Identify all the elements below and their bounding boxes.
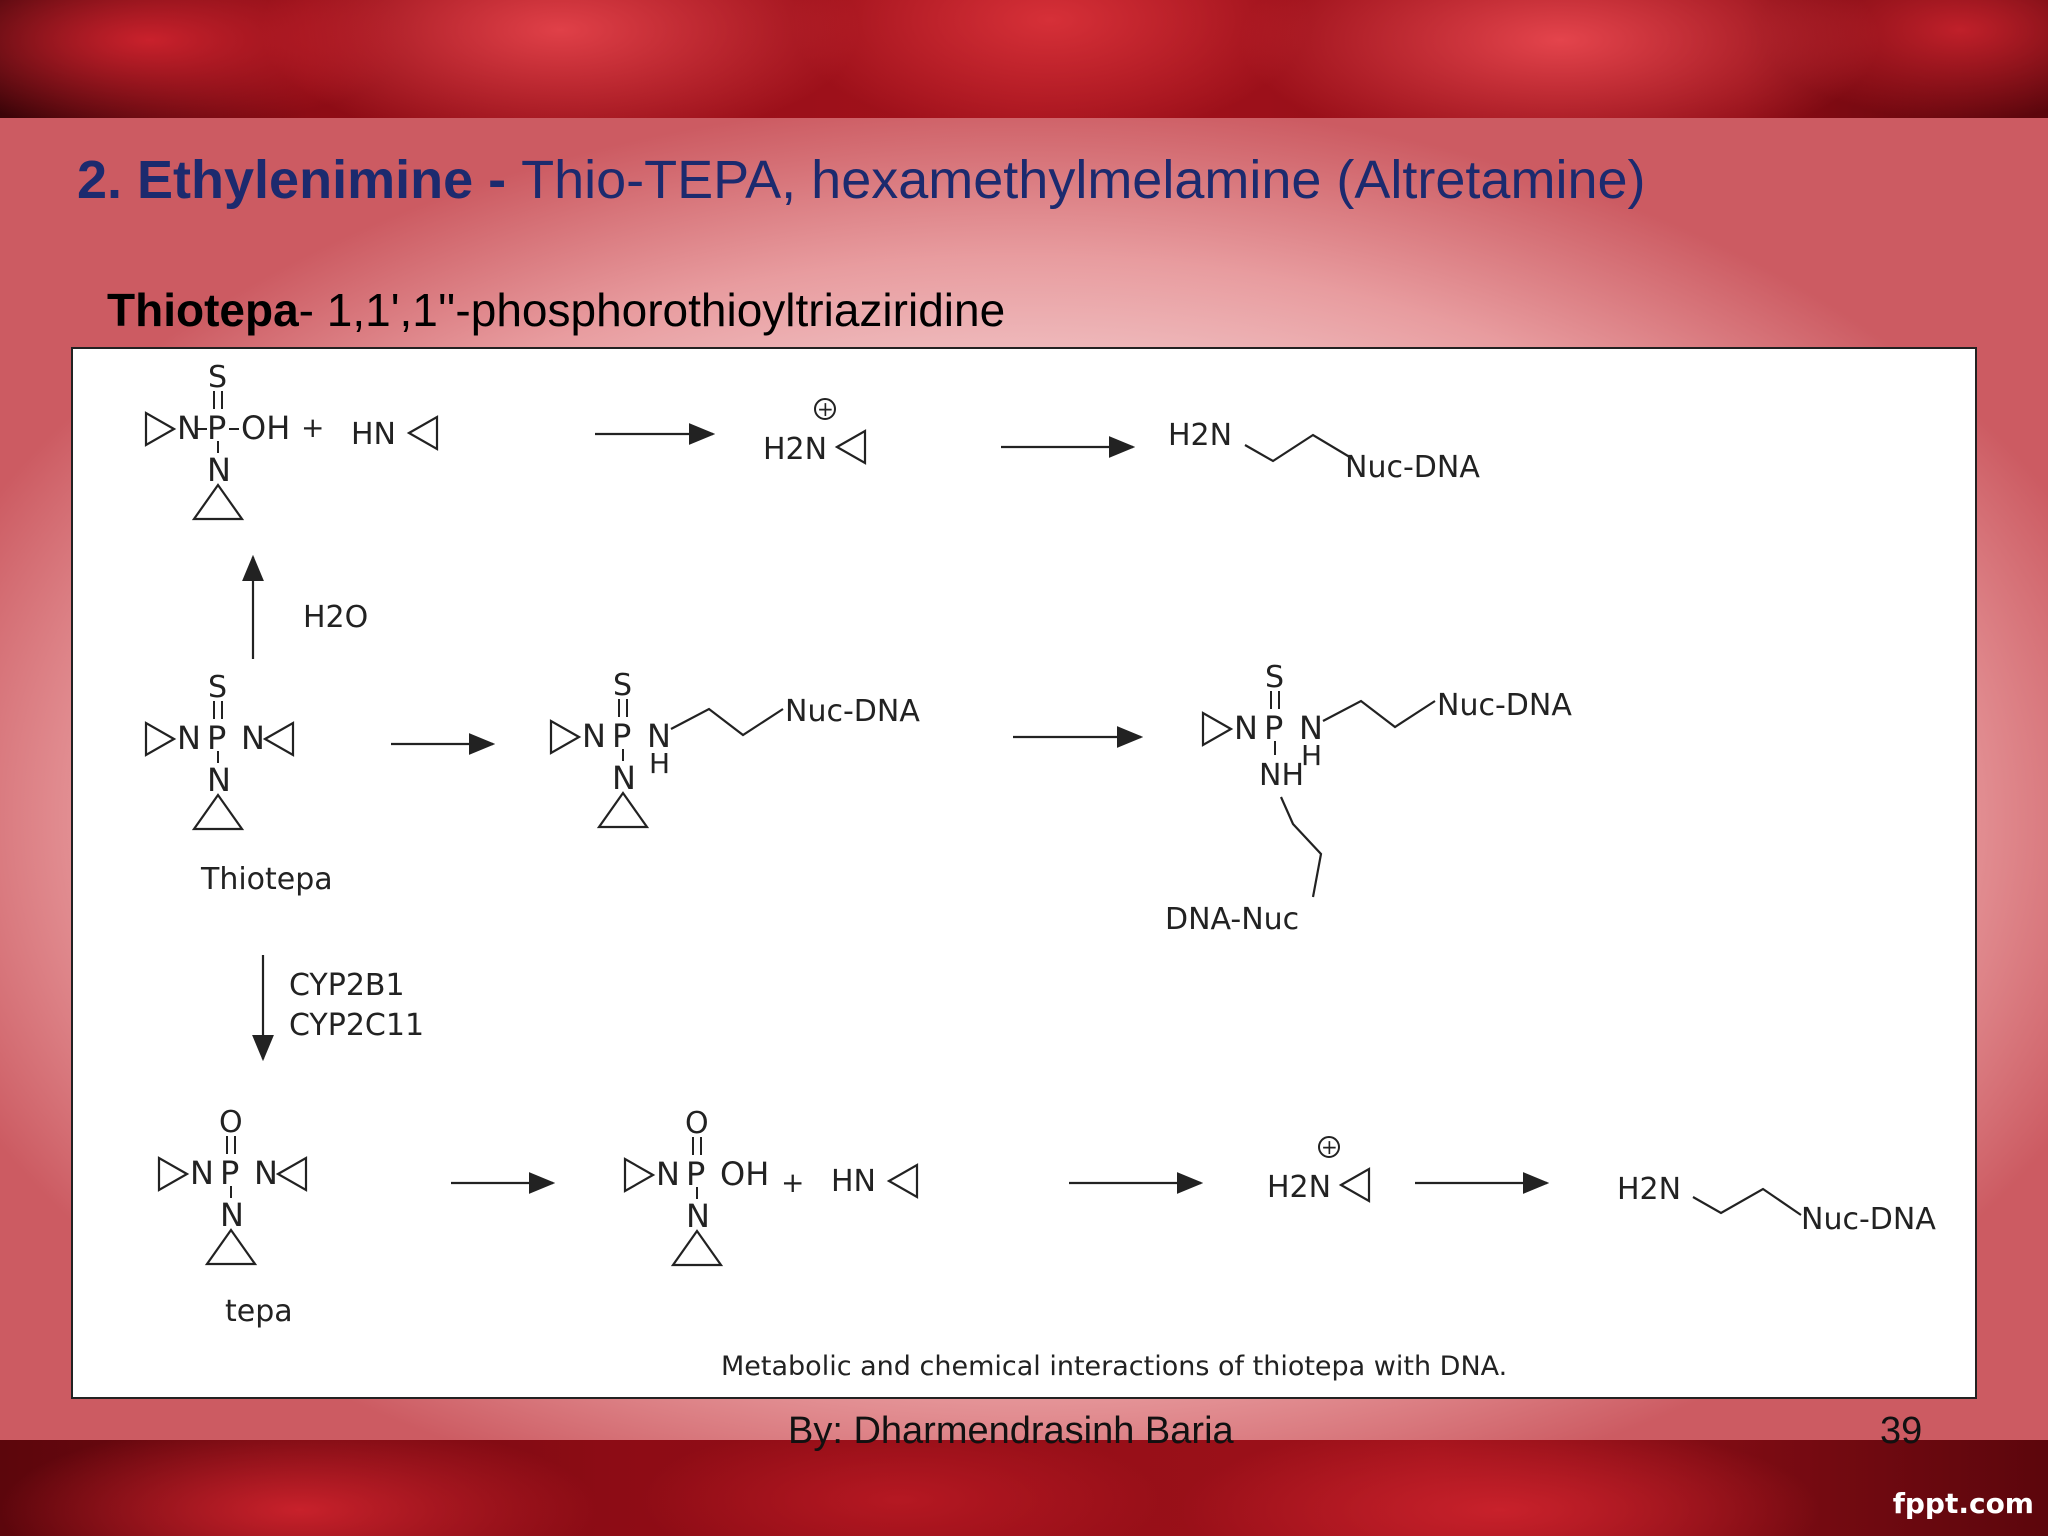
svg-text:+: + <box>1321 1135 1338 1159</box>
molecule-thiotepa-hydrolyzed: N P S OH N <box>144 360 290 521</box>
page-number: 39 <box>1880 1410 1923 1452</box>
group-oh: OH <box>720 1155 769 1193</box>
brand-logo: fppt.com <box>1892 1487 2034 1520</box>
background-bottom-decoration <box>0 1440 2048 1536</box>
background-top-decoration <box>0 0 2048 120</box>
atom-s: S <box>208 670 227 705</box>
atom-n: N <box>254 1154 278 1192</box>
title-rest: Thio-TEPA, hexamethylmelamine (Altretami… <box>521 150 1646 210</box>
atom-n: N <box>647 717 671 755</box>
atom-s: S <box>1265 660 1284 695</box>
atom-n: N <box>582 717 606 755</box>
atom-n: N <box>686 1197 710 1235</box>
plus-sign: + <box>781 1166 804 1199</box>
molecule-tepa: N P O N N <box>157 1105 308 1266</box>
atom-n: N <box>177 719 201 757</box>
group-h2n: H2N <box>1617 1172 1681 1207</box>
label-nuc-dna: Nuc-DNA <box>785 694 920 729</box>
molecule-aziridinium: + H2N <box>763 397 867 467</box>
group-h2n: H2N <box>1168 418 1232 453</box>
atom-n: N <box>656 1155 680 1193</box>
label-enzyme-cyp2b1: CYP2B1 <box>289 968 405 1003</box>
molecule-cross-link: N P S N H Nuc-DNA NH DNA-Nuc <box>1165 660 1572 937</box>
atom-s: S <box>208 360 227 395</box>
group-h2n: H2N <box>763 432 827 467</box>
atom-n: N <box>612 759 636 797</box>
atom-p: P <box>1264 709 1283 747</box>
label-nuc-dna: Nuc-DNA <box>1345 450 1480 485</box>
group-nh: NH <box>1259 758 1304 793</box>
atom-s: S <box>613 668 632 703</box>
title-bold: 2. Ethylenimine - <box>77 150 522 210</box>
atom-p: P <box>612 717 631 755</box>
atom-p: P <box>207 409 226 447</box>
atom-p: P <box>686 1155 705 1193</box>
atom-h: H <box>1301 739 1322 772</box>
reaction-scheme-figure: N P S OH N + HN + H2N H2N Nuc-DNA H2O N … <box>71 347 1977 1399</box>
label-tepa: tepa <box>225 1294 293 1329</box>
label-enzyme-cyp2c11: CYP2C11 <box>289 1008 424 1043</box>
atom-n: N <box>207 761 231 799</box>
subtitle-bold: Thiotepa <box>107 284 299 336</box>
slide-title: 2. Ethylenimine - Thio-TEPA, hexamethylm… <box>77 148 1977 212</box>
atom-p: P <box>220 1154 239 1192</box>
atom-o: O <box>685 1106 709 1141</box>
atom-n: N <box>190 1154 214 1192</box>
group-oh: OH <box>241 409 290 447</box>
molecule-dna-adduct: H2N Nuc-DNA <box>1617 1172 1936 1237</box>
group-hn: HN <box>351 417 396 452</box>
label-dna-nuc: DNA-Nuc <box>1165 902 1299 937</box>
svg-text:+: + <box>817 397 834 421</box>
label-nuc-dna: Nuc-DNA <box>1437 688 1572 723</box>
molecule-thiotepa: N P S N N <box>144 670 295 831</box>
atom-p: P <box>207 719 226 757</box>
molecule-aziridine: HN <box>351 415 439 452</box>
atom-n: N <box>1234 709 1258 747</box>
molecule-tepa-hydrolyzed: N P O OH N <box>623 1106 769 1267</box>
author-footer: By: Dharmendrasinh Baria <box>788 1410 1234 1452</box>
plus-sign: + <box>301 411 324 444</box>
figure-caption: Metabolic and chemical interactions of t… <box>721 1351 1507 1382</box>
atom-n: N <box>241 719 265 757</box>
label-thiotepa: Thiotepa <box>200 862 333 897</box>
label-nuc-dna: Nuc-DNA <box>1801 1202 1936 1237</box>
label-water: H2O <box>303 600 368 635</box>
atom-n: N <box>1299 709 1323 747</box>
group-h2n: H2N <box>1267 1170 1331 1205</box>
subtitle-rest: - 1,1',1''-phosphorothioyltriaziridine <box>298 284 1006 336</box>
reaction-scheme: N P S OH N + HN + H2N H2N Nuc-DNA H2O N … <box>144 360 1936 1382</box>
group-hn: HN <box>831 1164 876 1199</box>
atom-h: H <box>649 747 670 780</box>
atom-n: N <box>207 451 231 489</box>
molecule-aziridinium: + H2N <box>1267 1135 1371 1205</box>
molecule-mono-adduct: N P S N H Nuc-DNA N <box>549 668 920 829</box>
molecule-aziridine: HN <box>831 1163 919 1199</box>
slide-subtitle: Thiotepa- 1,1',1''-phosphorothioyltriazi… <box>107 282 1005 338</box>
atom-n: N <box>177 409 201 447</box>
molecule-dna-adduct: H2N Nuc-DNA <box>1168 418 1480 485</box>
atom-n: N <box>220 1196 244 1234</box>
atom-o: O <box>219 1105 243 1140</box>
